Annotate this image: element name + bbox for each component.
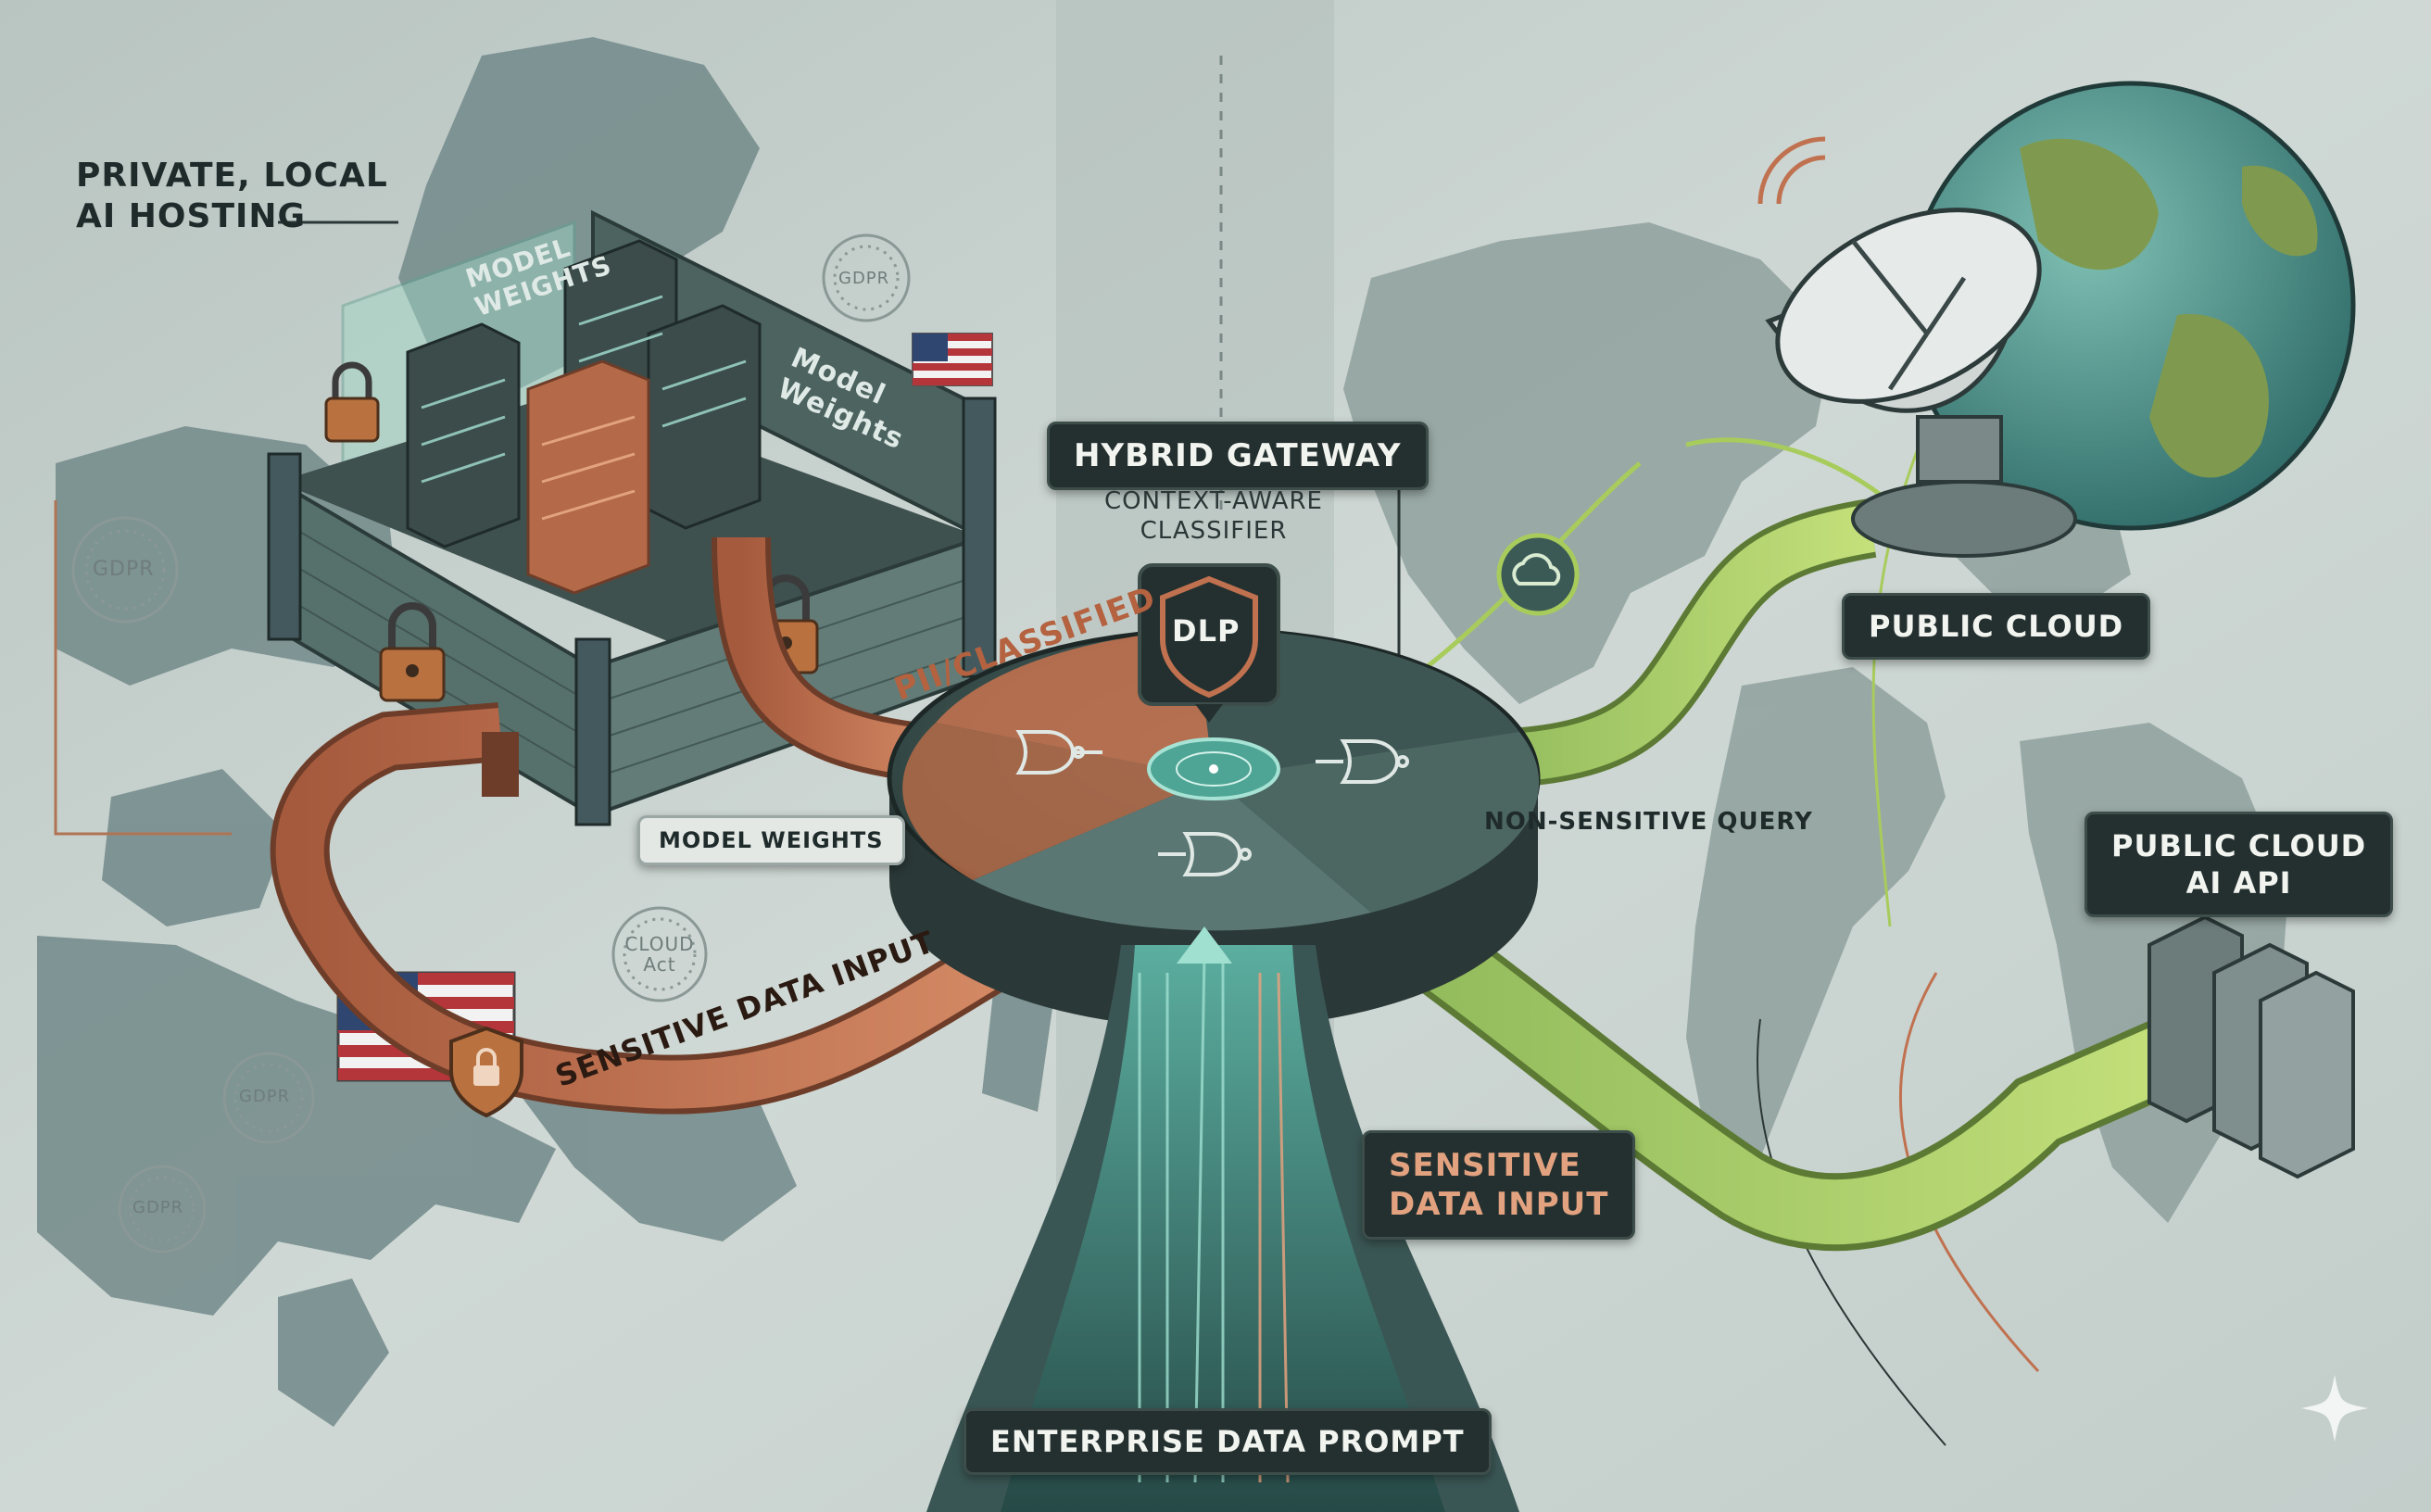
- model-weights-tag: MODEL WEIGHTS: [637, 815, 905, 865]
- classifier-label: CONTEXT-AWARE CLASSIFIER: [1104, 487, 1323, 545]
- gdpr-seal-label: GDPR: [838, 269, 890, 288]
- padlock-icon: [324, 361, 380, 443]
- gdpr-seal-3: [222, 1052, 315, 1144]
- gdpr-seal-4: [118, 1165, 207, 1254]
- cloud-act-seal: [611, 906, 708, 1002]
- gdpr-seal-2: [71, 516, 179, 624]
- sparkle-icon: [2301, 1375, 2368, 1442]
- logic-gate-icon: [1158, 832, 1252, 876]
- gdpr-seal-label: GDPR: [93, 558, 155, 581]
- padlock-icon: [379, 602, 446, 702]
- logic-gate-icon: [1316, 739, 1409, 784]
- private-hosting-title: PRIVATE, LOCAL AI HOSTING: [76, 157, 388, 235]
- dlp-label: DLP: [1172, 613, 1241, 649]
- logic-gate-icon: [1015, 730, 1102, 775]
- cloud-act-label: CLOUD Act: [624, 933, 695, 976]
- cloud-api-servers: [2148, 914, 2355, 1179]
- private-hosting-compound: [267, 209, 997, 826]
- us-flag-icon: [912, 333, 993, 386]
- sensitive-input-label: SENSITIVE DATA INPUT: [1362, 1130, 1636, 1240]
- gdpr-seal-1: [822, 233, 911, 322]
- enterprise-prompt-stream: [926, 926, 1519, 1512]
- hybrid-gateway-title: HYBRID GATEWAY: [1047, 422, 1429, 490]
- gdpr-seal-label: GDPR: [132, 1198, 184, 1217]
- shield-lock-icon: [449, 1026, 523, 1118]
- non-sensitive-query-label: NON-SENSITIVE QUERY: [1484, 808, 1813, 836]
- enterprise-prompt-label: ENTERPRISE DATA PROMPT: [964, 1408, 1492, 1475]
- public-cloud-api-label: PUBLIC CLOUD AI API: [2085, 812, 2394, 917]
- shield-lock-icon: [1138, 563, 1280, 723]
- public-cloud-label: PUBLIC CLOUD: [1842, 593, 2151, 660]
- satellite-dish-icon: [1757, 136, 2077, 558]
- cloud-icon: [1496, 533, 1580, 616]
- globe-icon: [1906, 81, 2356, 531]
- gdpr-seal-label: GDPR: [239, 1087, 291, 1106]
- hybrid-gateway-disc: [887, 627, 1541, 1028]
